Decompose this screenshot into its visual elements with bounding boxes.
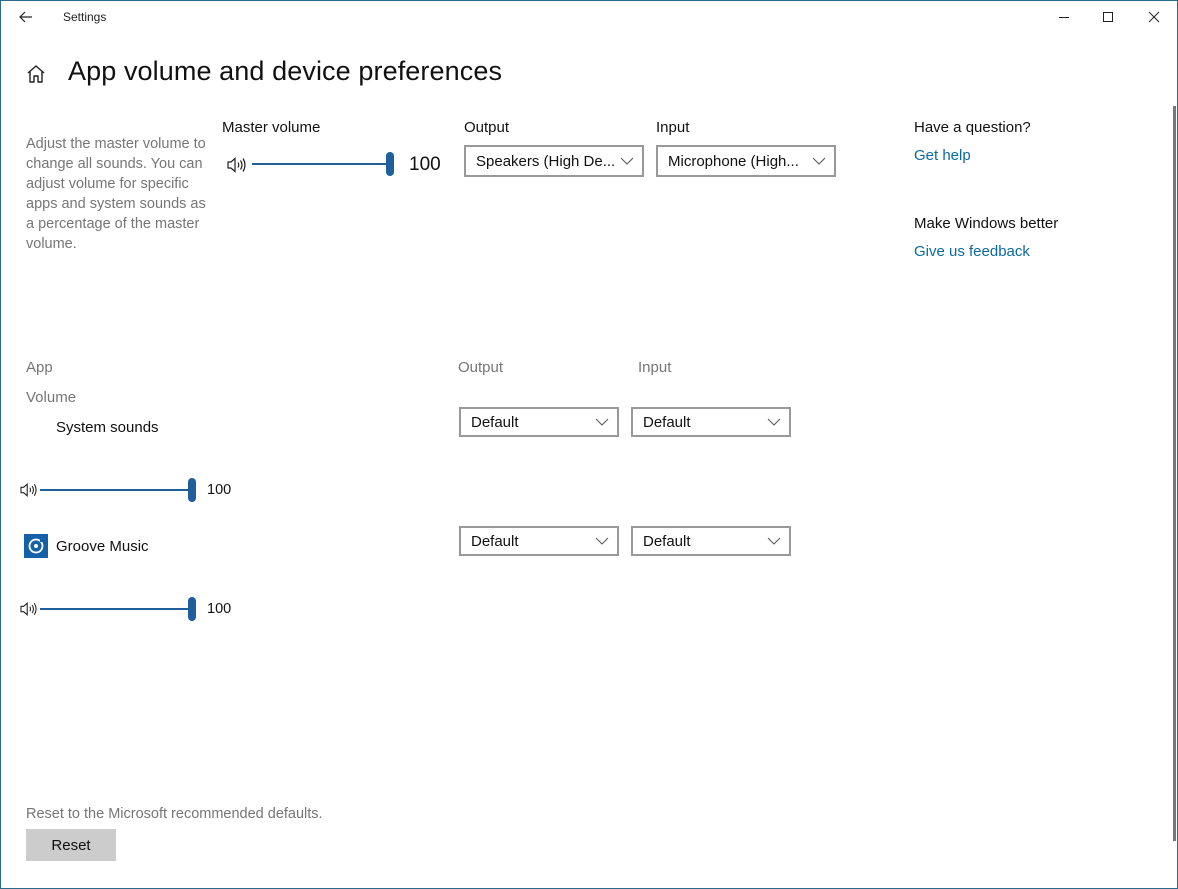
groove-music-volume-value: 100 bbox=[207, 601, 232, 617]
system-sounds-output-dropdown[interactable]: Default bbox=[459, 407, 619, 437]
master-volume-value: 100 bbox=[409, 154, 441, 175]
groove-music-input-value: Default bbox=[643, 532, 691, 550]
reset-description: Reset to the Microsoft recommended defau… bbox=[26, 806, 323, 822]
back-button[interactable] bbox=[11, 5, 41, 29]
system-sounds-input-value: Default bbox=[643, 413, 691, 431]
close-icon bbox=[1148, 11, 1160, 23]
slider-thumb[interactable] bbox=[188, 478, 196, 502]
minimize-button[interactable] bbox=[1041, 1, 1087, 33]
speaker-icon bbox=[20, 483, 37, 497]
reset-button[interactable]: Reset bbox=[26, 829, 116, 861]
app-name-system-sounds: System sounds bbox=[56, 419, 159, 436]
app-column-header: App bbox=[26, 359, 53, 376]
system-sounds-input-dropdown[interactable]: Default bbox=[631, 407, 791, 437]
chevron-down-icon bbox=[595, 418, 609, 426]
output-column-header: Output bbox=[458, 359, 504, 376]
back-arrow-icon bbox=[19, 11, 32, 23]
vertical-scrollbar[interactable] bbox=[1173, 106, 1176, 841]
groove-music-volume-slider[interactable] bbox=[40, 597, 196, 621]
home-icon bbox=[27, 65, 45, 83]
system-sounds-volume-value: 100 bbox=[207, 482, 232, 498]
master-input-value: Microphone (High... bbox=[668, 152, 799, 170]
volume-column-header: Volume bbox=[26, 389, 77, 406]
master-volume-slider[interactable] bbox=[252, 152, 394, 176]
master-output-dropdown[interactable]: Speakers (High De... bbox=[464, 145, 644, 177]
have-a-question-heading: Have a question? bbox=[914, 119, 1031, 136]
chevron-down-icon bbox=[767, 537, 781, 545]
chevron-down-icon bbox=[767, 418, 781, 426]
maximize-button[interactable] bbox=[1085, 1, 1131, 33]
speaker-icon bbox=[227, 157, 246, 173]
slider-track bbox=[40, 608, 196, 610]
slider-thumb[interactable] bbox=[386, 152, 394, 176]
system-sounds-output-value: Default bbox=[471, 413, 519, 431]
app-name-groove-music: Groove Music bbox=[56, 538, 149, 555]
chevron-down-icon bbox=[812, 157, 826, 165]
master-volume-label: Master volume bbox=[222, 119, 321, 136]
get-help-link[interactable]: Get help bbox=[914, 147, 971, 164]
groove-music-speaker-button[interactable] bbox=[19, 601, 41, 619]
give-feedback-link[interactable]: Give us feedback bbox=[914, 243, 1030, 260]
window-title: Settings bbox=[63, 10, 107, 24]
system-sounds-volume-slider[interactable] bbox=[40, 478, 196, 502]
home-button[interactable] bbox=[25, 63, 47, 85]
slider-thumb[interactable] bbox=[188, 597, 196, 621]
master-output-value: Speakers (High De... bbox=[476, 152, 614, 170]
master-speaker-button[interactable] bbox=[226, 156, 248, 174]
system-sounds-speaker-button[interactable] bbox=[19, 482, 41, 500]
chevron-down-icon bbox=[620, 157, 634, 165]
master-input-label: Input bbox=[656, 119, 690, 136]
master-output-label: Output bbox=[464, 119, 510, 136]
groove-music-icon bbox=[24, 534, 48, 558]
speaker-icon bbox=[20, 602, 37, 616]
minimize-icon bbox=[1059, 17, 1069, 18]
master-volume-description: Adjust the master volume to change all s… bbox=[26, 136, 206, 252]
master-input-dropdown[interactable]: Microphone (High... bbox=[656, 145, 836, 177]
maximize-icon bbox=[1103, 12, 1113, 22]
input-column-header: Input bbox=[638, 359, 672, 376]
groove-music-input-dropdown[interactable]: Default bbox=[631, 526, 791, 556]
chevron-down-icon bbox=[595, 537, 609, 545]
groove-music-output-dropdown[interactable]: Default bbox=[459, 526, 619, 556]
slider-track bbox=[252, 163, 394, 165]
make-windows-better-heading: Make Windows better bbox=[914, 215, 1059, 232]
slider-track bbox=[40, 489, 196, 491]
groove-music-output-value: Default bbox=[471, 532, 519, 550]
page-title: App volume and device preferences bbox=[68, 56, 503, 86]
close-button[interactable] bbox=[1131, 1, 1177, 33]
